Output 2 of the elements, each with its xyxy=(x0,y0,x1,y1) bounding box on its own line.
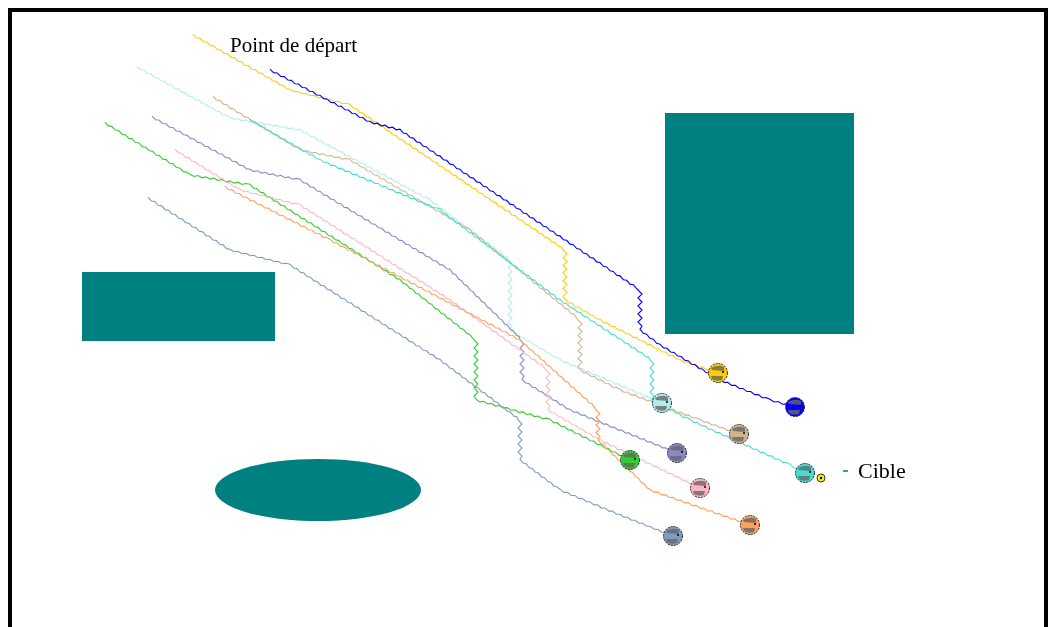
start-label: Point de départ xyxy=(230,35,358,56)
target-label: Cible xyxy=(858,460,906,482)
